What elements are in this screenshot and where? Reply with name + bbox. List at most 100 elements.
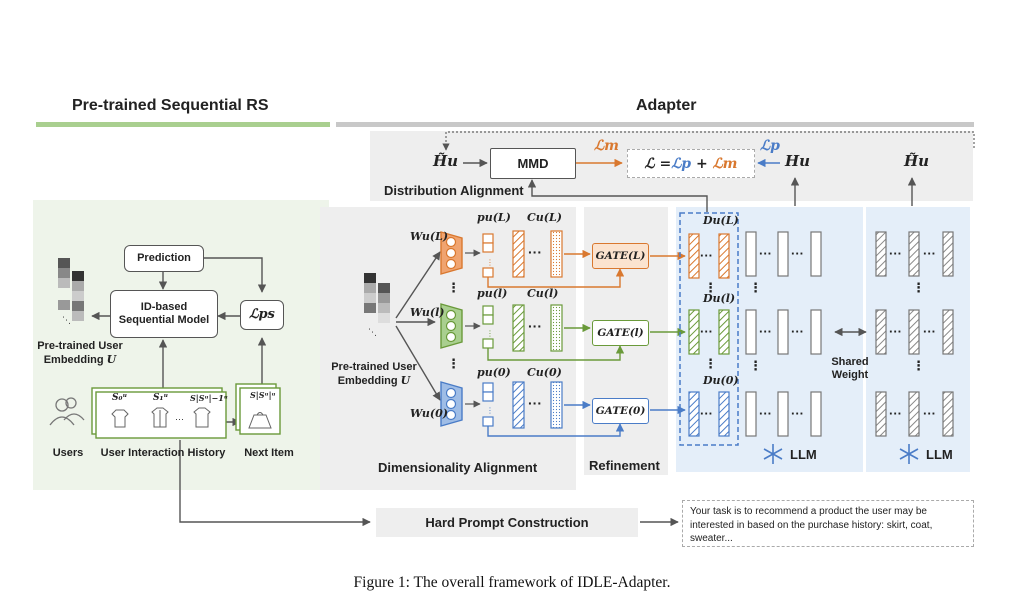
left-embedding-label-line2: Embedding U [34,353,126,367]
total-loss-plus: + [691,155,713,172]
shared-weight-line1: Shared [831,356,869,368]
prompt-text-box: Your task is to recommend a product the … [682,500,974,547]
llm2-dots-3: ··· [889,406,902,421]
llm-label-1: LLM [790,447,817,462]
d-vdots-1: ⋮ [704,280,717,295]
p-vectors: ⋮ ⋮ ⋮ [482,233,494,427]
middle-embedding-symbol: U [400,374,411,388]
middle-embedding-label-line1: Pre-trained User [331,361,417,373]
next-item-label: Next Item [244,447,294,459]
users-label: Users [52,447,84,459]
left-embedding-stack: ⋱ [58,258,84,325]
llm2-dots-2: ··· [889,324,902,339]
c-dots-L: ··· [528,244,542,260]
llm-panel-1 [676,207,863,472]
d-dots-L: ··· [700,248,713,263]
llm1-vdots-1: ⋮ [749,280,762,295]
middle-embedding-label-line2: Embedding U [326,374,422,388]
h-u-label: Hu [785,152,811,170]
left-title-band [36,122,330,127]
d-label-l: Du(l) [703,292,736,305]
w-vdots-2: ⋮ [447,356,460,371]
llm2-dots-1b: ··· [923,246,936,261]
svg-text:⋮: ⋮ [486,258,494,267]
llm1-dots-2: ··· [759,324,772,339]
c-label-l: Cu(l) [527,287,559,300]
hard-prompt-box: Hard Prompt Construction [376,508,638,537]
prediction-box: Prediction [124,245,204,272]
gate-L: GATE(L) [592,243,649,269]
p-label-0: pu(0) [477,366,511,379]
right-section-title: Adapter [636,97,697,114]
distribution-alignment-label: Distribution Alignment [384,183,524,198]
llm2-columns [875,231,954,437]
left-embedding-label: Pre-trained User Embedding U [34,340,126,367]
seq-item-last: S|Sᵘ|−1ᵘ [190,393,228,403]
next-item-symbol: S|Sᵘ|ᵘ [250,390,276,400]
d-dots-l: ··· [700,324,713,339]
llm2-dots-3b: ··· [923,406,936,421]
d-label-L: Du(L) [703,214,739,227]
llm1-dots-2b: ··· [791,324,804,339]
p-label-l: pu(l) [477,287,508,300]
gate-l: GATE(l) [592,320,649,346]
loss-p-label: ℒp [760,138,780,154]
d-dots-0: ··· [700,406,713,421]
c-label-L: Cu(L) [527,211,562,224]
p-label-L: pu(L) [477,211,511,224]
projection-network-L [440,231,463,275]
h-tilde-right: H̃u [904,152,930,170]
w-label-l: Wu(l) [410,306,445,319]
projection-network-0 [440,381,463,427]
llm1-dots-1b: ··· [791,246,804,261]
shared-weight-label: Shared Weight [826,356,874,382]
llm-label-2: LLM [926,447,953,462]
refinement-label: Refinement [589,458,660,473]
middle-embedding-text: Embedding [337,375,398,388]
seq-item-dots: ··· [175,414,184,424]
total-loss-p: ℒp [671,155,692,172]
c-dots-l: ··· [528,318,542,334]
left-embedding-text: Embedding [43,354,104,367]
model-line2: Sequential Model [118,314,210,326]
svg-text:⋮: ⋮ [486,406,494,415]
llm1-vdots-2: ⋮ [749,358,762,373]
llm1-columns [745,231,822,437]
llm1-dots-3: ··· [759,406,772,421]
total-loss-box: ℒ = ℒp + ℒm [627,149,755,178]
svg-text:⋱: ⋱ [62,315,71,325]
h-tilde-left: H̃u [433,152,459,170]
llm2-dots-1: ··· [889,246,902,261]
seq-item-0: S₀ᵘ [112,393,128,403]
mmd-box: MMD [490,148,576,179]
right-title-band [336,122,974,127]
d-blocks [688,233,730,437]
llm1-dots-1: ··· [759,246,772,261]
history-label: User Interaction History [100,447,226,459]
llm2-vdots-1: ⋮ [912,280,925,295]
left-section-title: Pre-trained Sequential RS [72,97,269,114]
llm2-vdots-2: ⋮ [912,358,925,373]
w-vdots: ⋮ [447,280,460,295]
w-label-0: Wu(0) [410,407,448,420]
svg-text:⋱: ⋱ [368,327,377,337]
clothing-icons [111,407,272,429]
model-line1: ID-based [140,300,188,313]
middle-embedding-stack: ⋱ [364,273,390,337]
llm2-dots-2b: ··· [923,324,936,339]
d-frame [679,212,739,446]
shared-weight-line2: Weight [831,369,869,382]
total-loss-m: ℒm [712,155,738,172]
loss-m-label: ℒm [594,138,619,154]
seq-item-1: S₁ᵘ [153,393,169,403]
history-box [95,391,227,439]
loss-ps-box: ℒps [240,300,284,330]
c-label-0: Cu(0) [527,366,562,379]
middle-embedding-label: Pre-trained User Embedding U [326,361,422,388]
total-loss-prefix: ℒ = [644,155,672,172]
projection-network-l [440,303,463,349]
d-vdots-2: ⋮ [704,356,717,371]
c-matrices [512,230,563,429]
